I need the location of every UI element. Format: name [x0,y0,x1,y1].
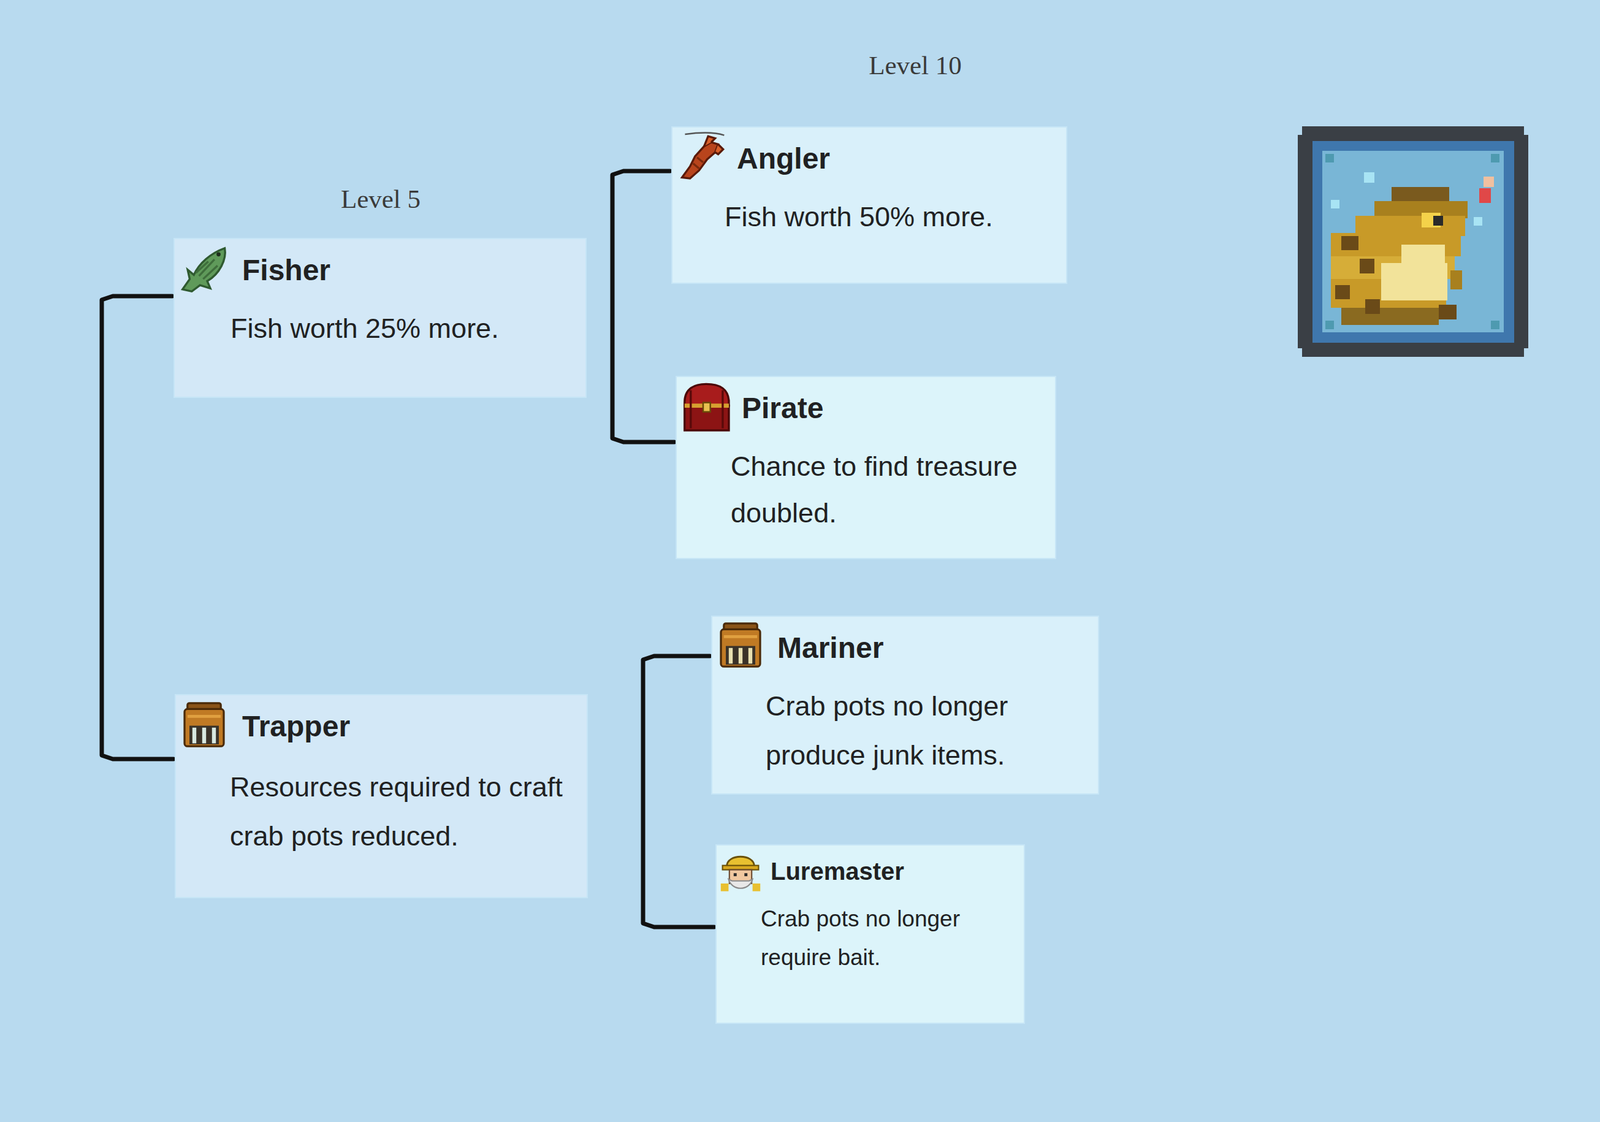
fish-icon [182,248,225,292]
skill-name: Luremaster [770,856,1024,886]
bracket-connector [643,655,715,927]
skill-picture [1297,126,1529,357]
skill-box: LuremasterCrab pots no longer require ba… [715,844,1025,1024]
fisherman-icon [720,856,761,891]
bracket-connector [612,171,675,442]
skill-name: Trapper [242,708,587,745]
level-label: Level 10 [868,50,962,81]
skill-name: Mariner [777,630,1098,666]
skill-name: Pirate [741,390,1056,427]
skill-box: PirateChance to find treasure doubled. [675,375,1057,560]
crab-pot-icon [184,703,224,747]
skill-box: MarinerCrab pots no longer produce junk … [711,615,1100,795]
lobster-icon [681,133,724,179]
skill-description: Fish worth 50% more. [724,192,1044,242]
skill-description: Crab pots no longer produce junk items. [765,681,1060,780]
skill-box: TrapperResources required to craft crab … [174,693,588,899]
skill-name: Angler [736,140,1067,177]
skill-description: Crab pots no longer require bait. [760,899,994,977]
skill-description: Resources required to craft crab pots re… [229,762,574,861]
skill-name: Fisher [242,252,586,289]
skill-box: AnglerFish worth 50% more. [671,126,1068,284]
level-label: Level 5 [340,183,421,214]
treasure-chest-icon [684,383,729,431]
crab-pot-icon [720,623,761,667]
skill-description: Chance to find treasure doubled. [730,443,1038,537]
skill-description: Fish worth 25% more. [230,304,562,354]
bracket-connector [101,296,174,759]
skill-box: FisherFish worth 25% more. [173,237,587,398]
